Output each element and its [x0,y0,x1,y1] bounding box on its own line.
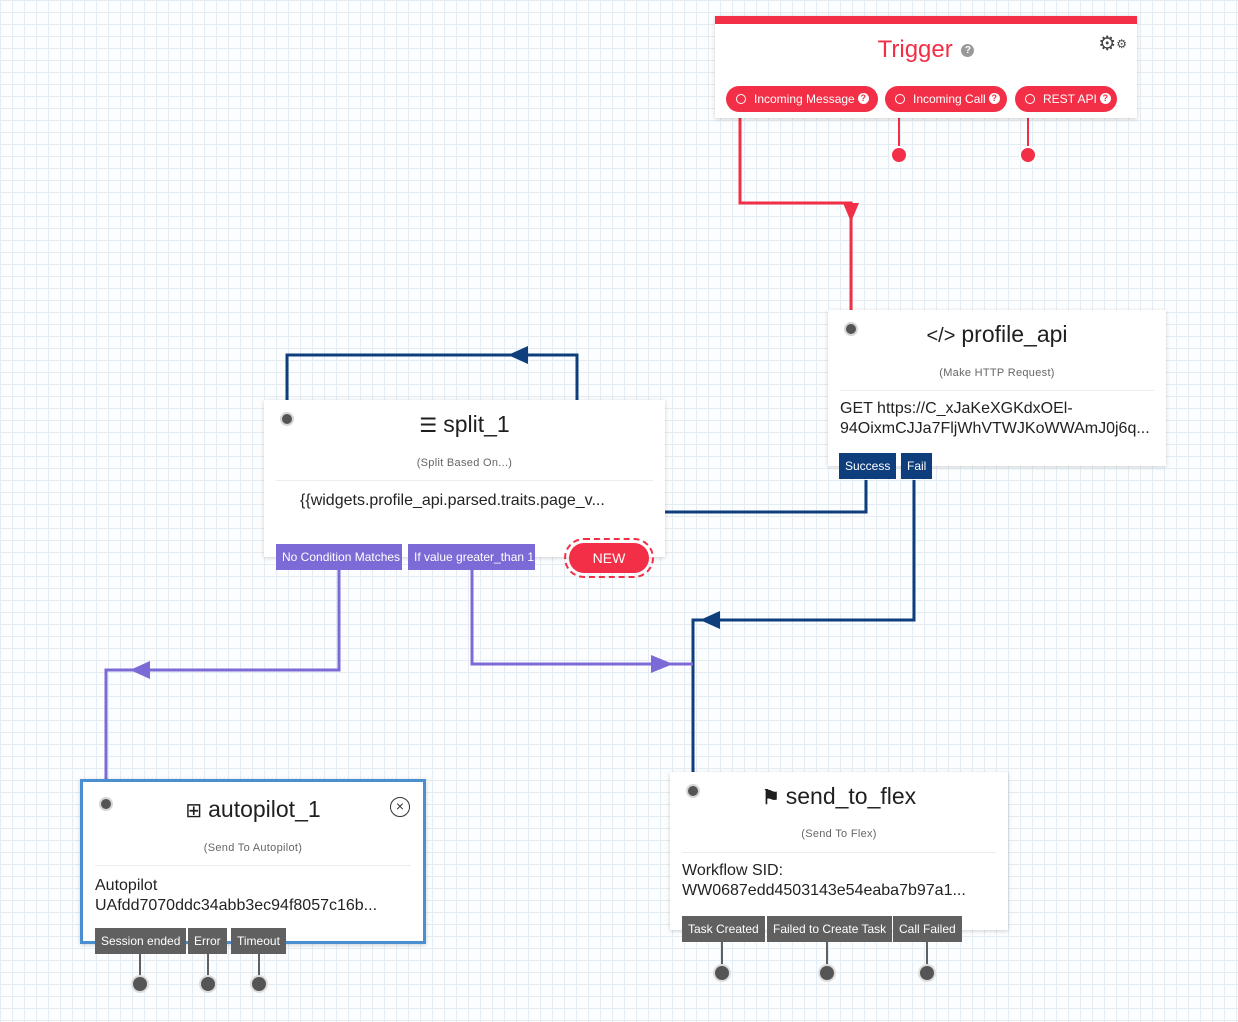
trigger-title: Trigger ? [715,36,1137,64]
divider [95,865,411,866]
transition-task-created[interactable]: Task Created [682,916,765,942]
port-error[interactable] [199,975,217,993]
port-task-created[interactable] [713,964,731,982]
trigger-incoming-message-button[interactable]: Incoming Message? [726,86,878,112]
send-to-flex-title: send_to_flex [785,783,917,809]
widget-type: (Split Based On...) [416,457,513,469]
port-circle-icon [736,93,746,104]
wire-incoming-message-to-profile-api[interactable] [738,117,853,310]
body-line-1: GET https://C_xJaKeXGKdxOEl- [840,400,1073,417]
input-port[interactable] [280,412,294,426]
transition-timeout[interactable]: Timeout [231,928,286,954]
divider [276,480,653,481]
widget-body: GET https://C_xJaKeXGKdxOEl- 94OixmCJJa7… [840,399,1150,439]
autopilot-1-title: autopilot_1 [208,796,321,822]
wire-arrow [843,203,859,222]
wire-arrow [651,655,673,673]
port-session-ended[interactable] [131,975,149,993]
transition-call-failed[interactable]: Call Failed [893,916,962,942]
transition-success[interactable]: Success [839,453,897,479]
input-port[interactable] [686,784,700,798]
widget-body: Workflow SID: WW0687edd4503143e54eaba7b9… [682,861,966,901]
close-circle-icon[interactable]: × [390,797,410,817]
widget-body: {{widgets.profile_api.parsed.traits.page… [300,492,605,509]
port-rest-api-end[interactable] [1019,146,1037,164]
autopilot-1-widget[interactable]: ⊞autopilot_1 × (Send To Autopilot) Autop… [80,779,426,944]
wire-fail-to-flex[interactable] [691,480,916,772]
body-line-2: 94OixmCJJa7FljWhVTWJKoWWAmJ0j6q... [840,420,1150,437]
gears-icon[interactable]: ⚙⚙ [1098,33,1127,55]
trigger-incoming-call-button[interactable]: Incoming Call? [885,86,1007,112]
wire-arrow [130,661,150,679]
send-to-flex-widget[interactable]: ⚑send_to_flex (Send To Flex) Workflow SI… [670,772,1008,942]
transition-no-condition-matches[interactable]: No Condition Matches [276,544,402,570]
incoming-message-label: Incoming Message [754,92,855,106]
body-line-1: Autopilot [95,877,158,894]
widget-title: ⚑send_to_flex [670,783,1008,810]
new-transition-button[interactable]: NEW [564,538,654,578]
wire-no-condition-to-autopilot[interactable] [104,570,341,782]
transition-error[interactable]: Error [188,928,227,954]
input-port[interactable] [844,322,858,336]
split-1-title: split_1 [443,411,510,437]
port-timeout[interactable] [250,975,268,993]
help-icon[interactable]: ? [1099,93,1111,105]
widget-type: (Send To Flex) [801,828,877,840]
trigger-rest-api-button[interactable]: REST API? [1015,86,1117,112]
port-call-failed[interactable] [918,964,936,982]
widget-title: ☰split_1 [264,411,665,438]
help-icon[interactable]: ? [857,93,869,105]
port-circle-icon [895,93,905,104]
question-circle-icon[interactable]: ? [961,44,975,58]
widget-title: </>profile_api [828,321,1166,348]
profile-api-title: profile_api [961,321,1068,347]
trigger-widget[interactable]: Trigger ? ⚙⚙ Incoming Message? Incoming … [715,16,1137,118]
trigger-title-text: Trigger [877,36,953,63]
body-line-2: WW0687edd4503143e54eaba7b97a1... [682,882,966,899]
wire-greater-than-to-flex[interactable] [470,570,693,666]
autopilot-icon: ⊞ [185,800,203,822]
code-icon: </> [926,325,956,347]
split-1-widget[interactable]: ☰split_1 (Split Based On...) {{widgets.p… [264,400,665,578]
port-incoming-call-end[interactable] [890,146,908,164]
transition-session-ended[interactable]: Session ended [95,928,187,954]
transition-failed-to-create-task[interactable]: Failed to Create Task [767,916,893,942]
incoming-call-label: Incoming Call [913,92,986,106]
flex-icon: ⚑ [761,787,780,809]
split-icon: ☰ [419,415,438,437]
transition-if-value-greater-than[interactable]: If value greater_than 1 [408,544,535,570]
body-line-1: Workflow SID: [682,862,784,879]
widget-body: Autopilot UAfdd7070ddc34abb3ec94f8057c16… [95,876,377,916]
new-label: NEW [569,543,649,573]
widget-type: (Make HTTP Request) [939,367,1055,379]
wire-arrow [508,346,528,364]
port-circle-icon [1025,93,1035,104]
wire-success-to-split[interactable] [285,353,868,514]
transition-fail[interactable]: Fail [901,453,933,479]
input-port[interactable] [99,797,113,811]
divider [682,852,996,853]
profile-api-widget[interactable]: </>profile_api (Make HTTP Request) GET h… [828,310,1166,479]
widget-type: (Send To Autopilot) [203,842,303,854]
divider [840,390,1154,391]
body-line-2: UAfdd7070ddc34abb3ec94f8057c16b... [95,897,378,914]
rest-api-label: REST API [1043,92,1097,106]
wire-arrow [700,611,720,629]
help-icon[interactable]: ? [988,93,1000,105]
widget-title: ⊞autopilot_1 [83,796,423,823]
port-failed-create-task[interactable] [818,964,836,982]
